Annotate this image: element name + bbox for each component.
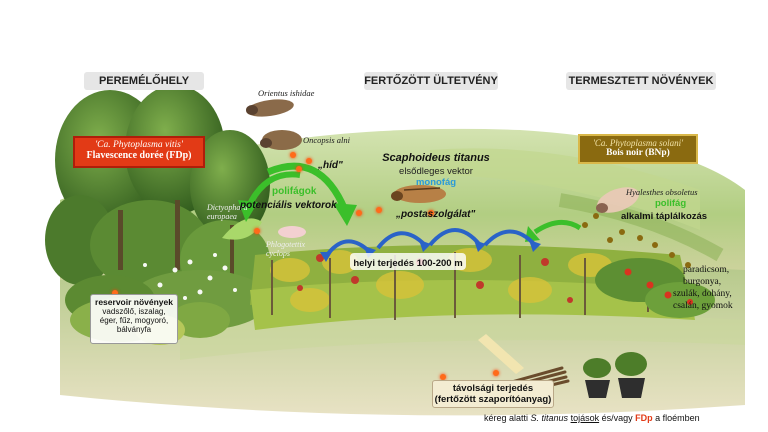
dictyophara-label: Dictyophara europaea — [207, 203, 248, 221]
fdp-disease-name: Flavescence dorée (FDp) — [86, 150, 192, 161]
reservoir-line: bálványfa — [116, 325, 152, 334]
potential-vectors-label: potenciális vektorok — [240, 200, 337, 211]
phytoplasma-dot — [112, 290, 118, 296]
long-spread-title: távolsági terjedés — [452, 383, 534, 394]
green-bridge-arrow — [266, 162, 357, 226]
phytoplasma-dot — [428, 210, 434, 216]
green-arrow-left — [238, 171, 301, 222]
scaphoideus-name: Scaphoideus titanus — [382, 152, 490, 164]
phytoplasma-dot — [254, 228, 260, 234]
crop-list-item: csalán, gyomok — [673, 301, 733, 311]
polyphagous-word: polifágok — [272, 186, 317, 197]
phytoplasma-dot — [376, 207, 382, 213]
phytoplasma-dot — [306, 158, 312, 164]
primary-vector-label: elsődleges vektor — [399, 166, 473, 177]
footer-part3: a floémben — [652, 413, 700, 423]
phlogotettix-cyclops-insect — [278, 226, 306, 238]
hyalesthes-obsoletus-insect — [596, 187, 640, 213]
phytoplasma-dot — [296, 166, 302, 172]
crop-plants — [595, 258, 715, 318]
oncopsis-label: Oncopsis alni — [303, 135, 350, 145]
footer-note: kéreg alatti S. titanus tojások és/vagy … — [484, 413, 700, 423]
footer-eggs: tojások — [570, 413, 600, 423]
header-infected-vineyard: FERTŐZÖTT ÜLTETVÉNY — [364, 72, 498, 90]
courier-label: „postaszolgálat" — [396, 209, 476, 220]
header-edge-host: PEREMÉLŐHELY — [84, 72, 204, 90]
crop-list: paradicsom, burgonya, szulák, dohány, cs… — [673, 264, 733, 312]
dictyophara-europaea-insect — [222, 218, 262, 240]
long-distance-spread-box: távolsági terjedés (fertőzött szaporítóa… — [432, 380, 554, 408]
phytoplasma-dot — [440, 374, 446, 380]
bnp-label-box: 'Ca. Phytoplasma solani' Bois noir (BNp) — [578, 134, 698, 164]
orientus-ishidae-insect — [246, 99, 294, 117]
footer-part2: és/vagy — [599, 413, 636, 423]
long-spread-subtitle: (fertőzött szaporítóanyag) — [434, 394, 552, 405]
oncopsis-alni-insect — [260, 130, 302, 150]
fdp-label-box: 'Ca. Phytoplasma vitis' Flavescence doré… — [73, 136, 205, 168]
reservoir-plants-box: reservoir növények vadszőlő, iszalag, ég… — [90, 294, 178, 344]
occasional-feeding-label: alkalmi táplálkozás — [621, 211, 708, 222]
crop-list-item: paradicsom, — [683, 265, 730, 275]
reservoir-line: éger, fűz, mogyoró, — [99, 316, 169, 325]
footer-species: S. titanus — [530, 413, 569, 423]
phytoplasma-dot — [290, 152, 296, 158]
reservoir-line: vadszőlő, iszalag, — [102, 307, 166, 316]
bnp-disease-name: Bois noir (BNp) — [606, 148, 670, 158]
bnp-species-name: 'Ca. Phytoplasma solani' — [592, 138, 684, 148]
header-cultivated-plants: TERMESZTETT NÖVÉNYEK — [566, 72, 716, 90]
phytoplasma-dot — [356, 210, 362, 216]
local-spread-label: helyi terjedés 100-200 m — [350, 253, 466, 270]
orientus-label: Orientus ishidae — [258, 88, 315, 98]
reservoir-title: reservoir növények — [95, 297, 173, 307]
hyalesthes-label: Hyalesthes obsoletus — [626, 187, 698, 197]
bridge-label: „híd" — [318, 160, 343, 171]
footer-fdp: FDp — [635, 413, 653, 423]
crop-list-item: burgonya, — [683, 277, 722, 287]
scaphoideus-titanus-insect — [391, 185, 446, 203]
bois-noir-dotted-path — [582, 213, 691, 268]
monophagous-label: monofág — [415, 177, 457, 188]
footer-part1: kéreg alatti — [484, 413, 531, 423]
phytoplasma-dot — [493, 370, 499, 376]
crop-list-item: szulák, dohány, — [673, 289, 732, 299]
polyphagous-single-word: polifág — [655, 198, 687, 209]
fdp-species-name: 'Ca. Phytoplasma vitis' — [95, 140, 183, 150]
phlogotettix-label: Phlogotettix cyclops — [266, 240, 306, 258]
